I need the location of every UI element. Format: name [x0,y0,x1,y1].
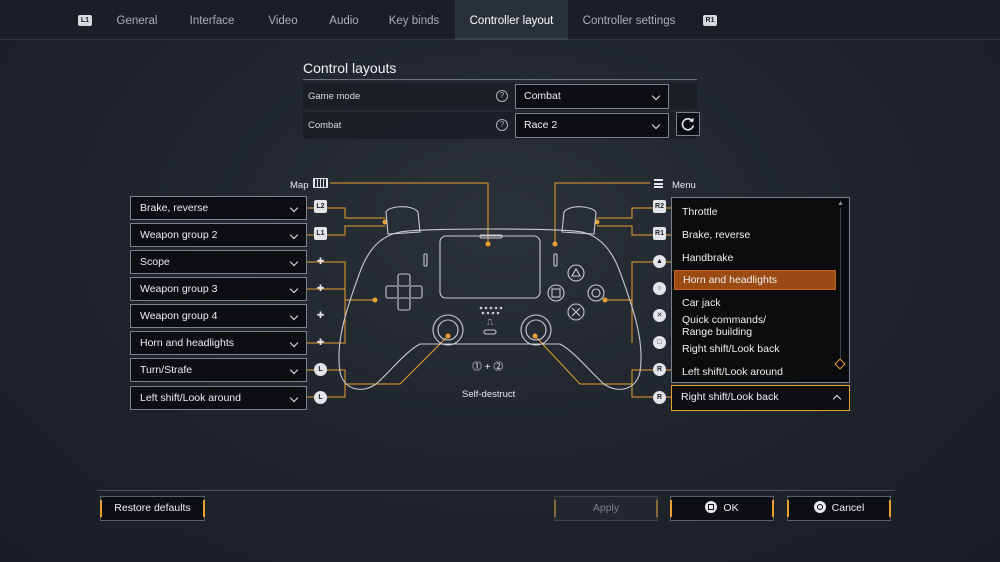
dpad-right-icon: ✚ [316,337,325,347]
r1-button-icon: R1 [653,227,666,240]
self-destruct-label: Self-destruct [462,389,516,400]
list-item[interactable]: Car jack [682,297,721,309]
binding-l2-select[interactable]: Brake, reverse [130,196,307,220]
square-button-icon [705,501,718,513]
combat-label: Combat [308,120,342,131]
svg-text:⎍: ⎍ [487,318,494,328]
scroll-up-icon[interactable]: ▲ [837,200,844,207]
tab-audio[interactable]: Audio [329,15,359,27]
chevron-down-icon [289,365,299,375]
refresh-icon [681,117,695,131]
chevron-down-icon [289,311,299,321]
l3-plus-r3-icon: ⓵ + ⓶ [472,362,504,373]
map-icon [313,178,328,188]
chevron-up-icon [832,394,842,404]
binding-value: Weapon group 2 [140,229,218,241]
r2-button-icon: R2 [653,200,666,213]
list-scrollbar[interactable] [840,208,841,368]
map-label: Map [290,180,309,191]
circle-button-icon [813,501,826,513]
combat-layout-select[interactable]: Race 2 [515,113,669,138]
list-item[interactable]: Throttle [682,206,718,218]
help-icon[interactable]: ? [496,119,508,131]
binding-dpad-up-select[interactable]: Scope [130,250,307,274]
dpad-up-icon: ✚ [316,256,325,266]
apply-button[interactable]: Apply [554,496,658,521]
triangle-button-icon: ▲ [653,255,666,268]
binding-dpad-right-select[interactable]: Horn and headlights [130,331,307,355]
binding-value: Horn and headlights [140,337,234,349]
cancel-button[interactable]: Cancel [787,496,891,521]
dpad-down-icon: ✚ [316,310,325,320]
menu-label: Menu [672,180,696,191]
tab-interface[interactable]: Interface [189,15,235,27]
cancel-label: Cancel [831,502,865,514]
scroll-thumb-icon[interactable] [834,358,846,370]
binding-l3-select[interactable]: Left shift/Look around [130,386,307,410]
circle-button-icon: ○ [653,282,666,295]
footer-divider [97,490,895,491]
l3-button-icon: L [314,391,327,404]
binding-value: Brake, reverse [140,202,209,214]
l1-button-icon: L1 [314,227,327,240]
control-layouts-title: Control layouts [303,60,697,80]
left-stick-icon: L [314,363,327,376]
tab-controller-layout[interactable]: Controller layout [455,0,568,40]
list-item[interactable]: Quick commands/ [682,314,767,326]
binding-value: Turn/Strafe [140,364,193,376]
list-item[interactable]: Brake, reverse [682,229,751,241]
binding-l1-select[interactable]: Weapon group 2 [130,223,307,247]
tab-key-binds[interactable]: Key binds [388,15,440,27]
cross-button-icon: ✕ [653,309,666,322]
combat-layout-value: Race 2 [524,119,558,131]
binding-dpad-left-select[interactable]: Weapon group 3 [130,277,307,301]
chevron-down-icon [289,338,299,348]
list-item[interactable]: Left shift/Look around [682,366,783,378]
game-mode-label: Game mode [308,91,361,102]
reset-layout-button[interactable] [676,112,700,136]
right-stick-icon: R [653,363,666,376]
binding-value: Left shift/Look around [140,392,241,404]
l1-bumper-icon[interactable]: L1 [78,15,92,26]
binding-value: Right shift/Look back [681,391,779,403]
tab-general[interactable]: General [116,15,158,27]
tab-controller-settings[interactable]: Controller settings [582,15,676,27]
binding-value: Weapon group 4 [140,310,218,322]
settings-tab-bar: L1 General Interface Video Audio Key bin… [0,0,1000,40]
list-item-continuation: Range building [682,326,753,338]
list-item-selected[interactable]: Horn and headlights [674,270,836,290]
chevron-down-icon [289,393,299,403]
r3-button-icon: R [653,391,666,404]
chevron-down-icon [289,230,299,240]
r1-bumper-icon[interactable]: R1 [703,15,717,26]
ok-button[interactable]: OK [670,496,774,521]
binding-dpad-down-select[interactable]: Weapon group 4 [130,304,307,328]
square-button-icon: □ [653,336,666,349]
menu-icon [654,179,663,188]
ok-label: OK [723,502,739,514]
dpad-left-icon: ✚ [316,283,325,293]
game-mode-value: Combat [524,90,561,102]
l2-button-icon: L2 [314,200,327,213]
chevron-down-icon [289,203,299,213]
binding-value: Weapon group 3 [140,283,218,295]
restore-defaults-button[interactable]: Restore defaults [100,496,205,521]
r3-binding-select[interactable]: Right shift/Look back [671,385,850,411]
chevron-down-icon [289,257,299,267]
tab-video[interactable]: Video [268,15,298,27]
chevron-down-icon [289,284,299,294]
binding-value: Scope [140,256,170,268]
r3-binding-options-list[interactable]: Throttle Brake, reverse Handbrake Horn a… [671,197,850,383]
help-icon[interactable]: ? [496,90,508,102]
list-item[interactable]: Right shift/Look back [682,343,780,355]
binding-left-stick-select[interactable]: Turn/Strafe [130,358,307,382]
list-item[interactable]: Handbrake [682,252,734,264]
game-mode-select[interactable]: Combat [515,84,669,109]
